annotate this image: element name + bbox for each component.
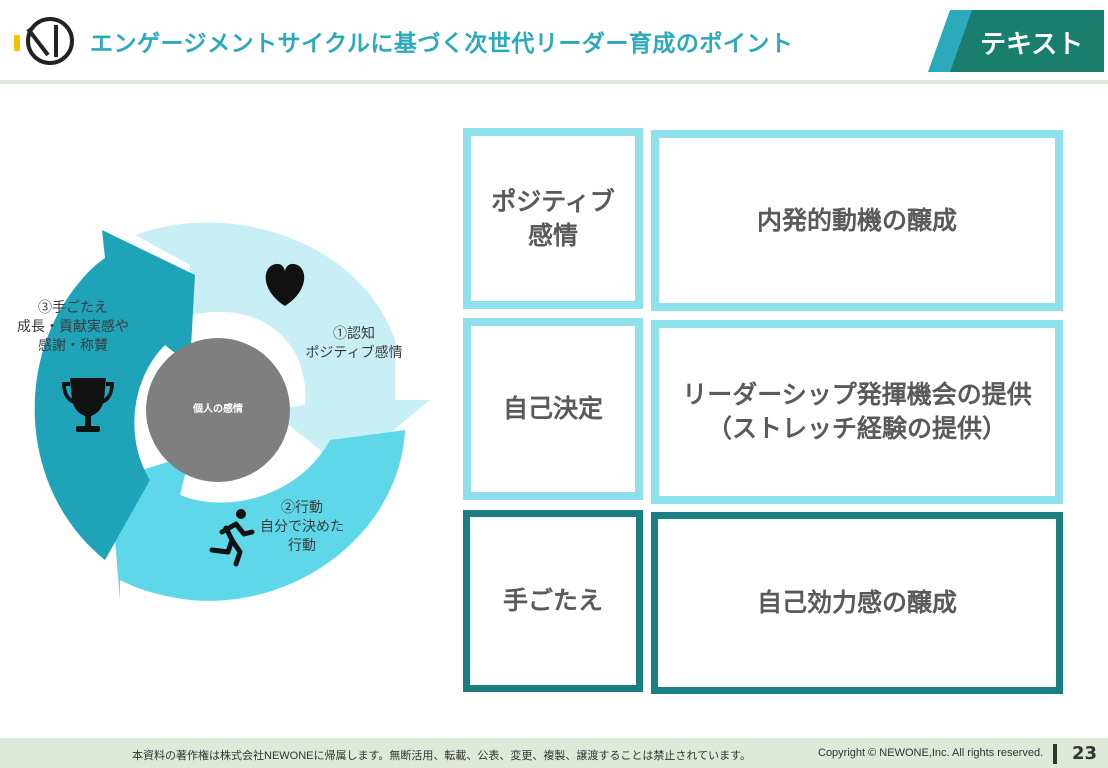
row1-left-box: ポジティブ 感情 [463,128,643,309]
row2-right-box: リーダーシップ発揮機会の提供 （ストレッチ経験の提供） [651,320,1063,504]
row3-left-box: 手ごたえ [463,510,643,692]
row2-right-line2: （ストレッチ経験の提供） [706,414,1007,443]
row2-right-line1: リーダーシップ発揮機会の提供 [682,380,1032,409]
row1-left-line1: ポジティブ [491,186,615,216]
row3-right-box: 自己効力感の醸成 [651,512,1063,694]
row1-right-box: 内発的動機の醸成 [651,130,1063,311]
step2-desc-2: 行動 [288,537,316,553]
row3-right-line1: 自己効力感の醸成 [756,588,957,617]
step2-desc-1: 自分で決めた [260,518,344,534]
cycle-center-label: 個人の感情 [193,404,243,415]
copyright-line: Copyright © NEWONE,Inc. All rights reser… [818,747,1044,759]
step1-desc: ポジティブ感情 [305,344,403,360]
trophy-icon [62,378,114,432]
row3-left-line1: 手ごたえ [502,586,603,615]
cycle-step3-label: ③手ごたえ 成長・貢献実感や 感謝・称賛 [4,298,142,355]
cycle-arc-response [34,230,195,560]
step2-title: ②行動 [281,499,323,515]
page-number: 23 [1072,743,1098,764]
tag-shape [928,10,1104,72]
runner-icon [209,509,255,567]
cycle-step2-label: ②行動 自分で決めた 行動 [248,498,356,555]
page-title: エンゲージメントサイクルに基づく次世代リーダー育成のポイント [90,31,794,57]
copyright-notice: 本資料の著作権は株式会社NEWONEに帰属します。無断活用、転載、公表、変更、複… [132,750,751,762]
row2-left-box: 自己決定 [463,318,643,500]
step3-title: ③手ごたえ [38,299,108,315]
header: エンゲージメントサイクルに基づく次世代リーダー育成のポイント テキスト [0,0,1108,84]
footer: 本資料の著作権は株式会社NEWONEに帰属します。無断活用、転載、公表、変更、複… [0,738,1108,768]
step3-desc-1: 成長・貢献実感や [17,318,129,334]
heart-icon [265,263,305,306]
tag-label: テキスト [980,30,1084,60]
text-tag: テキスト [928,10,1104,72]
center-circle [146,338,290,482]
engagement-cycle-diagram [34,222,430,601]
row1-right-line1: 内発的動機の醸成 [756,205,957,235]
step1-title: ①認知 [333,325,375,341]
row1-left-line2: 感情 [527,220,578,250]
footer-divider [1053,744,1057,764]
newone-logo [14,17,74,65]
step3-desc-2: 感謝・称賛 [38,337,108,353]
cycle-step1-label: ①認知 ポジティブ感情 [296,324,412,362]
row2-left-line1: 自己決定 [502,394,603,423]
cycle-arc-recognition [135,222,430,470]
